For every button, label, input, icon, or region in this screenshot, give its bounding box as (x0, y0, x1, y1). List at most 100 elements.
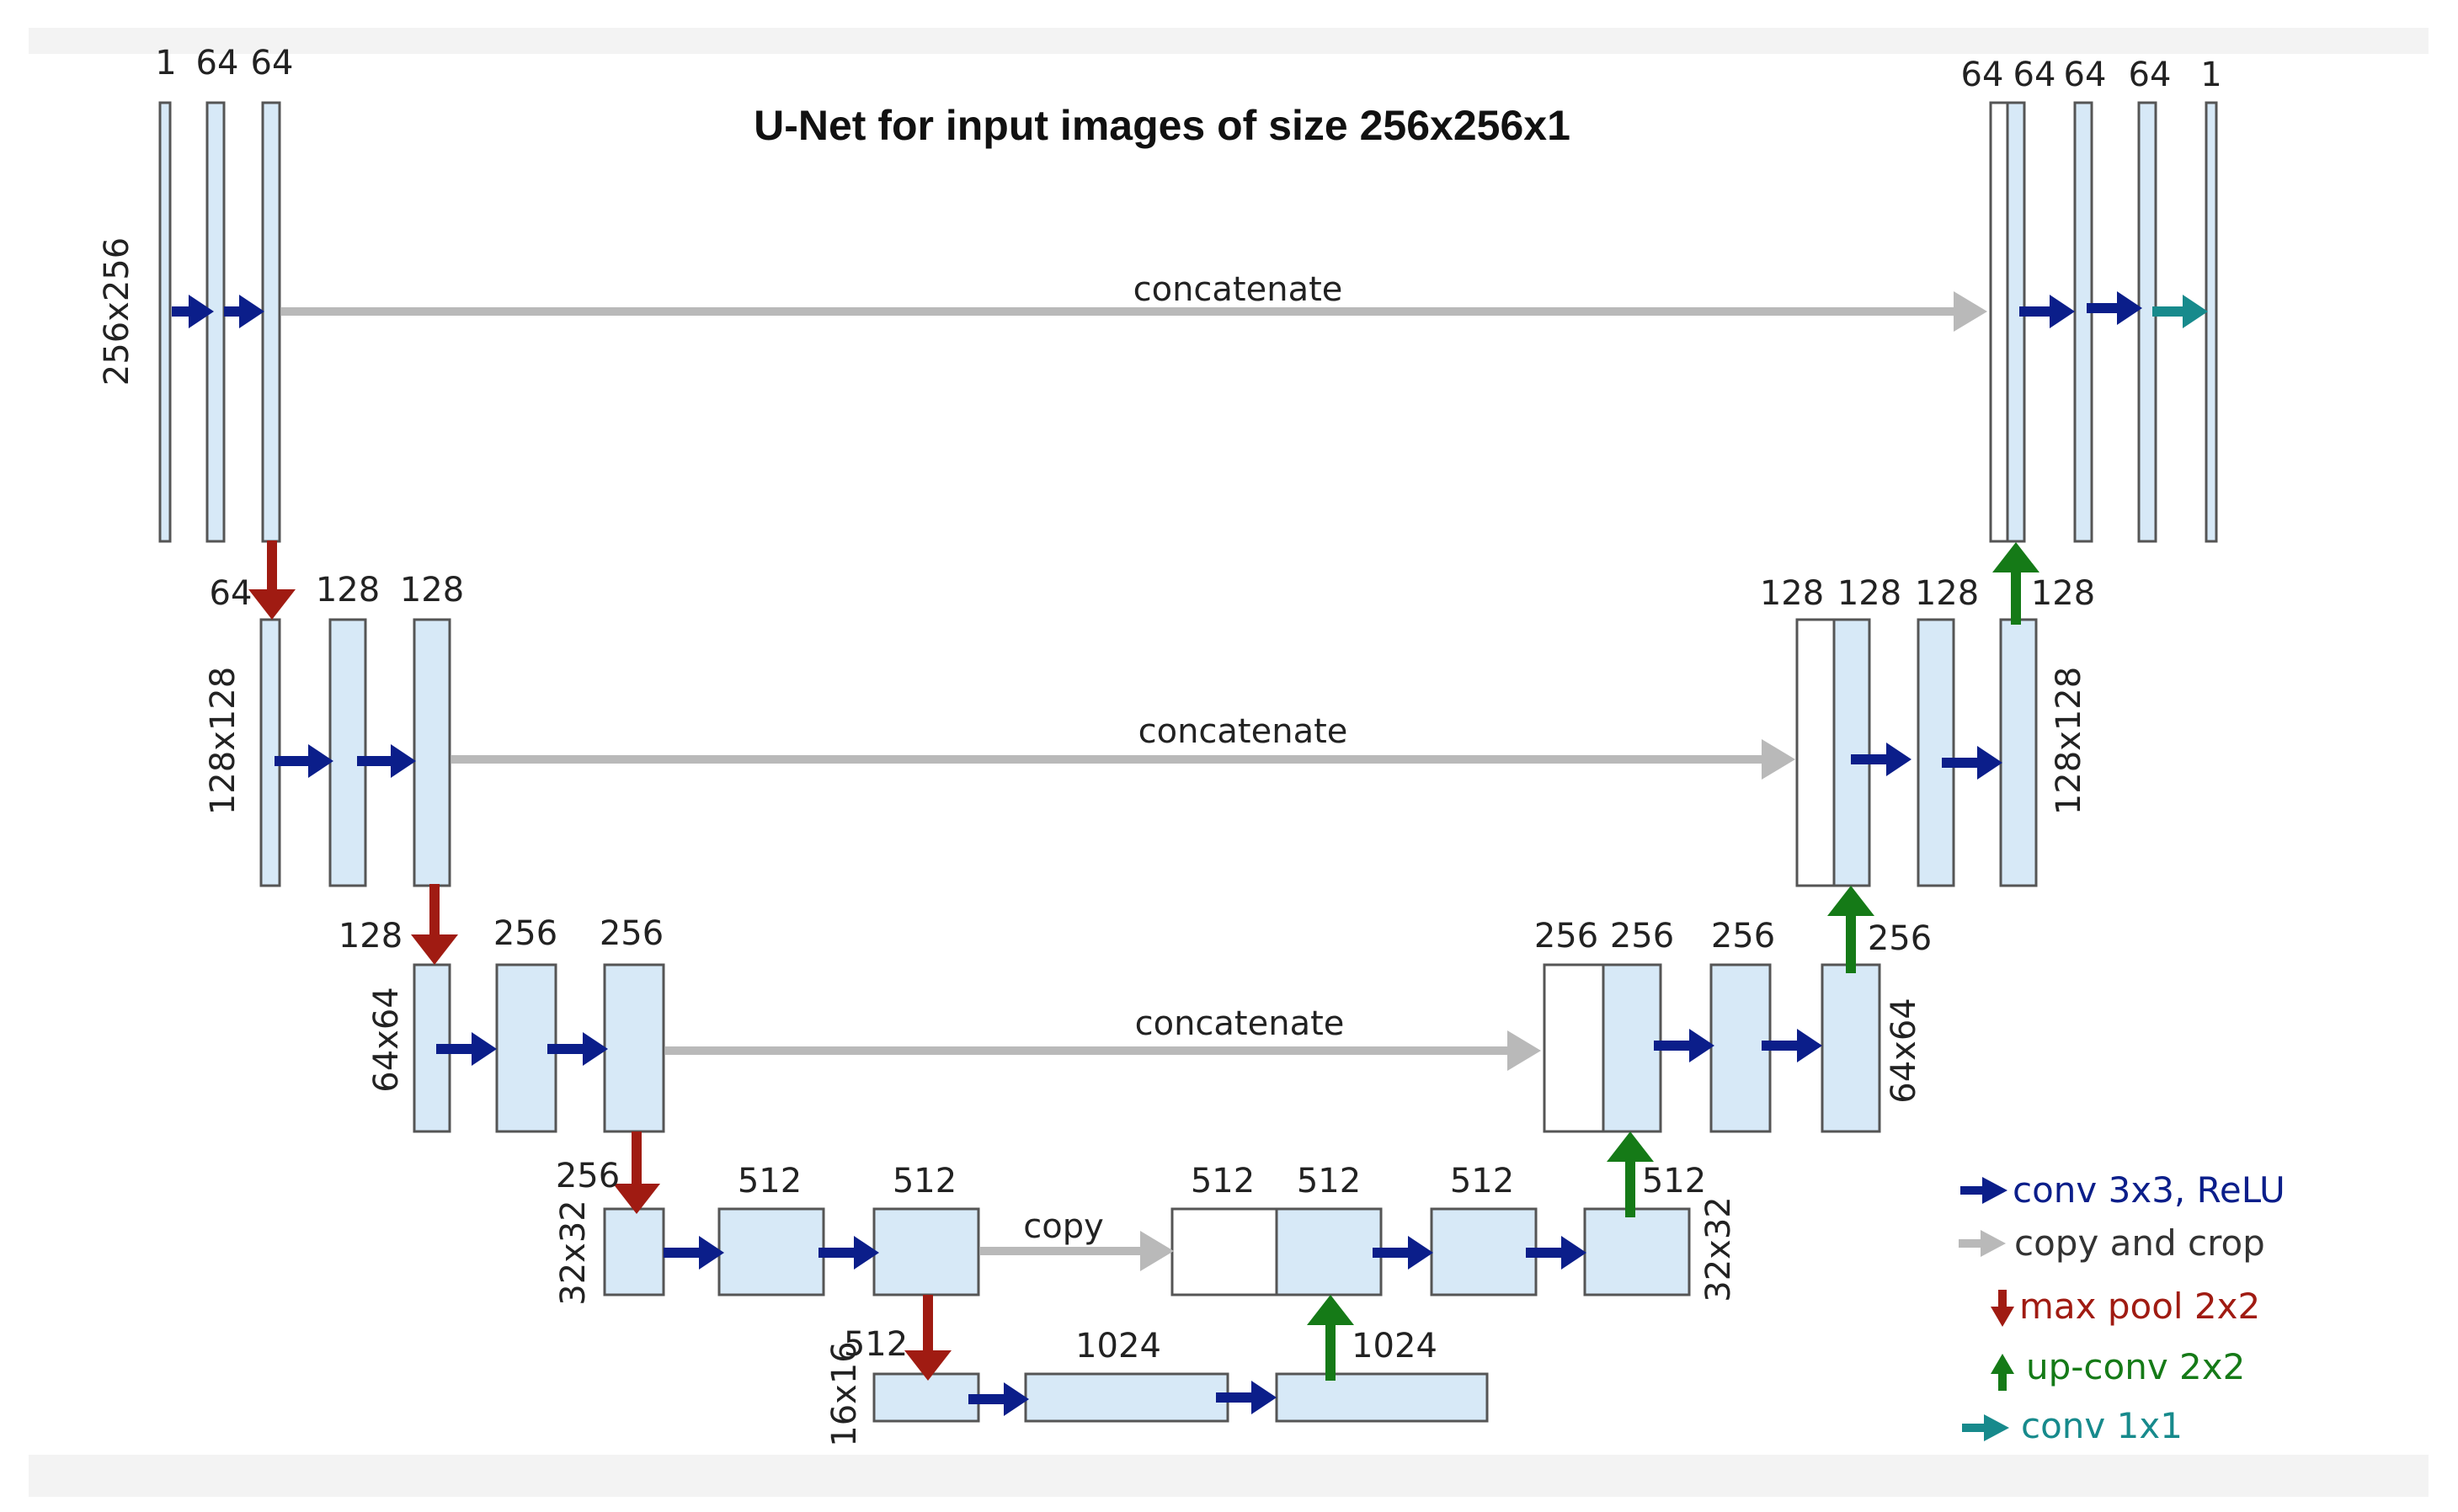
channel-label-l4-2: 512 (738, 1162, 802, 1201)
block-l4-in (603, 1207, 665, 1296)
maxpool-arrow-l4 (904, 1295, 952, 1381)
block-r2-up (1832, 618, 1871, 887)
channel-label-r3-4: 256 (1868, 919, 1932, 958)
feature-map-blocks (158, 101, 2218, 1423)
channel-label-r1-4: 64 (2129, 56, 2172, 94)
channel-label-r4-3: 512 (1450, 1162, 1514, 1201)
conv-arrow-r2-b (1942, 746, 2002, 780)
upconv-arrow-r5 (1307, 1295, 1354, 1381)
legend-label-conv: conv 3x3, ReLU (2013, 1169, 2285, 1211)
block-r4-copy (1170, 1207, 1278, 1296)
size-label-level4-left: 32x32 (554, 1200, 593, 1305)
block-r1-up (2006, 101, 2026, 543)
channel-label-l2-1: 64 (210, 574, 253, 613)
block-r4-up (1275, 1207, 1383, 1296)
channel-label-l4-1: 256 (556, 1157, 620, 1195)
block-l2-conv2 (413, 618, 451, 887)
size-label-level1: 256x256 (98, 237, 136, 386)
maxpool-arrow-l1 (248, 540, 296, 620)
channel-label-r2-2: 128 (1837, 574, 1901, 613)
conv-arrow-r1-b (2087, 291, 2142, 325)
channel-label-r2-4: 128 (2031, 574, 2095, 613)
channel-label-l4-3: 512 (893, 1162, 957, 1201)
channel-label-r1-1: 64 (1961, 56, 2004, 94)
size-label-level3-right: 64x64 (1885, 998, 1923, 1103)
upconv-arrow-r3 (1827, 886, 1874, 973)
size-label-level3-left: 64x64 (367, 987, 406, 1092)
conv-arrow-l2-a (275, 744, 333, 778)
block-r4-conv2 (1583, 1207, 1691, 1296)
concat-arrow-l1 (281, 291, 1987, 332)
channel-label-l2-3: 128 (400, 571, 464, 610)
block-l2-in (259, 618, 281, 887)
arrows-layer (172, 291, 2208, 1416)
block-r1-conv1 (2073, 101, 2093, 543)
conv-arrow-r2-a (1851, 743, 1911, 776)
channel-label-l3-2: 256 (493, 914, 557, 953)
legend-item-pool: max pool 2x2 (1991, 1286, 2260, 1327)
block-l1-conv2 (261, 101, 281, 543)
block-b5-conv1 (1024, 1372, 1229, 1423)
legend-label-upconv: up-conv 2x2 (2026, 1346, 2245, 1387)
legend-item-copy: copy and crop (1959, 1222, 2265, 1264)
legend-label-conv1x1: conv 1x1 (2021, 1405, 2183, 1446)
channel-label-l3-3: 256 (600, 914, 664, 953)
copy-label-level4: copy (1023, 1207, 1104, 1246)
channel-label-r4-4: 512 (1642, 1162, 1706, 1201)
conv1x1-arrow-r1 (2152, 295, 2208, 328)
channel-label-l3-1: 128 (339, 917, 403, 956)
channel-label-r3-1: 256 (1534, 917, 1598, 956)
legend: conv 3x3, ReLU copy and crop max pool 2x… (1959, 1169, 2285, 1446)
conv-arrow-l3-a (436, 1032, 497, 1066)
block-r1-conv2 (2137, 101, 2157, 543)
conv-arrow-r3-a (1654, 1029, 1714, 1062)
conv-arrow-r3-b (1762, 1029, 1822, 1062)
channel-label-r1-2: 64 (2013, 56, 2056, 94)
block-l1-conv1 (205, 101, 226, 543)
size-label-level2-right: 128x128 (2050, 667, 2088, 815)
channel-label-r4-2: 512 (1297, 1162, 1361, 1201)
arrow-right-icon (1960, 1177, 2007, 1204)
block-r2-copy (1795, 618, 1836, 887)
upconv-arrow-r2 (1992, 542, 2039, 625)
channel-label-b5-3: 1024 (1352, 1327, 1437, 1366)
channel-label-r2-3: 128 (1915, 574, 1979, 613)
arrow-up-icon (1991, 1354, 2014, 1391)
block-r3-conv1 (1709, 963, 1772, 1133)
channel-label-r3-3: 256 (1711, 917, 1775, 956)
conv-arrow-l2-b (357, 744, 416, 778)
conv-arrow-r4-a (1373, 1236, 1433, 1270)
channel-label-r1-3: 64 (2064, 56, 2107, 94)
channel-label-l1-2: 64 (196, 44, 239, 83)
concat-label-level3: concatenate (1135, 1004, 1345, 1043)
channel-label-l1-1: 1 (155, 44, 176, 83)
channel-label-b5-1: 512 (844, 1325, 908, 1364)
concat-arrow-l2 (451, 739, 1795, 780)
block-l3-conv1 (495, 963, 557, 1133)
conv-arrow-l1-b (224, 295, 264, 328)
concat-arrow-l3 (665, 1030, 1541, 1071)
conv-arrow-l4-b (818, 1236, 879, 1270)
block-l4-conv2 (872, 1207, 980, 1296)
conv-arrow-b5-b (1216, 1381, 1277, 1414)
block-r2-conv1 (1917, 618, 1955, 887)
legend-item-conv: conv 3x3, ReLU (1960, 1169, 2285, 1211)
conv-arrow-l3-b (547, 1032, 608, 1066)
legend-item-upconv: up-conv 2x2 (1991, 1346, 2245, 1391)
legend-label-pool: max pool 2x2 (2019, 1286, 2260, 1327)
block-l1-input (158, 101, 172, 543)
channel-label-r3-2: 256 (1610, 917, 1674, 956)
block-r3-copy (1543, 963, 1605, 1133)
size-label-level5: 16x16 (825, 1341, 864, 1446)
legend-item-conv1x1: conv 1x1 (1962, 1405, 2183, 1446)
upconv-arrow-r4 (1607, 1131, 1654, 1217)
conv-arrow-r4-b (1526, 1236, 1586, 1270)
size-label-level4-right: 32x32 (1699, 1196, 1738, 1302)
block-l3-conv2 (603, 963, 665, 1133)
block-r2-conv2 (1999, 618, 2038, 887)
block-b5-conv2 (1275, 1372, 1489, 1423)
concat-label-level1: concatenate (1133, 270, 1343, 309)
block-r1-copy (1989, 101, 2009, 543)
arrow-right-icon (1962, 1414, 2009, 1441)
